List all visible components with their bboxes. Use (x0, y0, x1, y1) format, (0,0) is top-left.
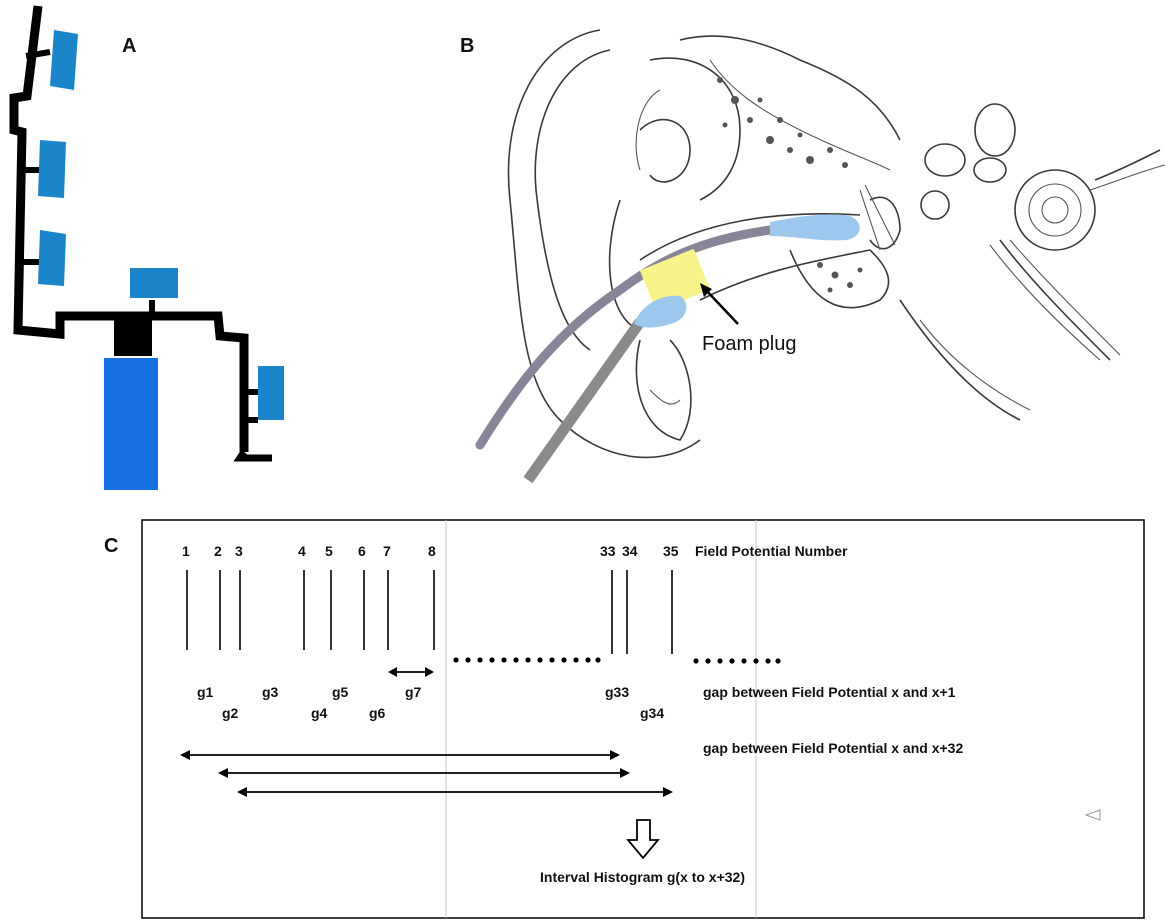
electrode-pad (38, 140, 66, 198)
gap-arrow (388, 667, 434, 677)
fp-header: Field Potential Number (695, 543, 848, 559)
panel-b: B (460, 29, 1166, 484)
fp-number: 8 (428, 543, 436, 559)
panel-c-frame (141, 519, 1145, 919)
tube-assembly: Foam plug (475, 214, 860, 484)
margin-marker-icon (1084, 809, 1101, 821)
ear-anatomy-drawing (507, 29, 1166, 459)
gap-label: g34 (640, 705, 664, 721)
panel-a-letter: A (122, 35, 136, 57)
fp-number: 34 (622, 543, 638, 559)
callout-arrowhead (700, 283, 712, 297)
fp-number: 33 (600, 543, 616, 559)
fp-number: 3 (235, 543, 243, 559)
gap-adjacent-text: gap between Field Potential x and x+1 (703, 684, 956, 700)
gap-labels: g1 g2 g3 g4 g5 g6 g7 g33 g34 gap between… (197, 684, 956, 721)
gap-label: g33 (605, 684, 629, 700)
panel-c-letter: C (104, 535, 118, 557)
electrode-pad (258, 366, 284, 420)
down-arrow-icon (626, 819, 660, 860)
fp-number: 4 (298, 543, 306, 559)
gap-32-arrows (180, 750, 673, 797)
fp-number: 7 (383, 543, 391, 559)
electrode-pad (130, 268, 178, 298)
fp-number: 5 (325, 543, 333, 559)
gap-label: g6 (369, 705, 386, 721)
fp-number-row: 1 2 3 4 5 6 7 8 33 34 35 Field Potential… (182, 543, 848, 559)
panel-a: A (9, 5, 284, 490)
stimulus-probe (523, 318, 645, 484)
foam-plug-label: Foam plug (702, 333, 797, 355)
gap-label: g4 (311, 705, 328, 721)
gap-label: g3 (262, 684, 279, 700)
gap-32-text: gap between Field Potential x and x+32 (703, 740, 963, 756)
fp-number: 1 (182, 543, 190, 559)
fp-number: 6 (358, 543, 366, 559)
gap-label: g1 (197, 684, 214, 700)
gap-label: g5 (332, 684, 349, 700)
recording-tube (475, 225, 775, 450)
panel-c: C 1 2 3 4 5 6 7 8 33 34 35 Field Potenti… (104, 519, 1145, 919)
tube-tip (770, 214, 860, 241)
fp-number: 2 (214, 543, 222, 559)
fp-spike-lines (186, 570, 673, 654)
electrode-array-schematic (9, 5, 284, 490)
connector-block (104, 358, 158, 490)
ellipsis-dots (453, 657, 781, 664)
fp-number: 35 (663, 543, 679, 559)
probe-tip (634, 295, 687, 328)
panel-b-letter: B (460, 35, 474, 57)
histogram-text: Interval Histogram g(x to x+32) (540, 869, 745, 885)
gap-label: g7 (405, 684, 422, 700)
foam-plug (639, 248, 711, 312)
electrode-pad (50, 30, 78, 90)
gap-label: g2 (222, 705, 239, 721)
electrode-pad (38, 230, 66, 286)
